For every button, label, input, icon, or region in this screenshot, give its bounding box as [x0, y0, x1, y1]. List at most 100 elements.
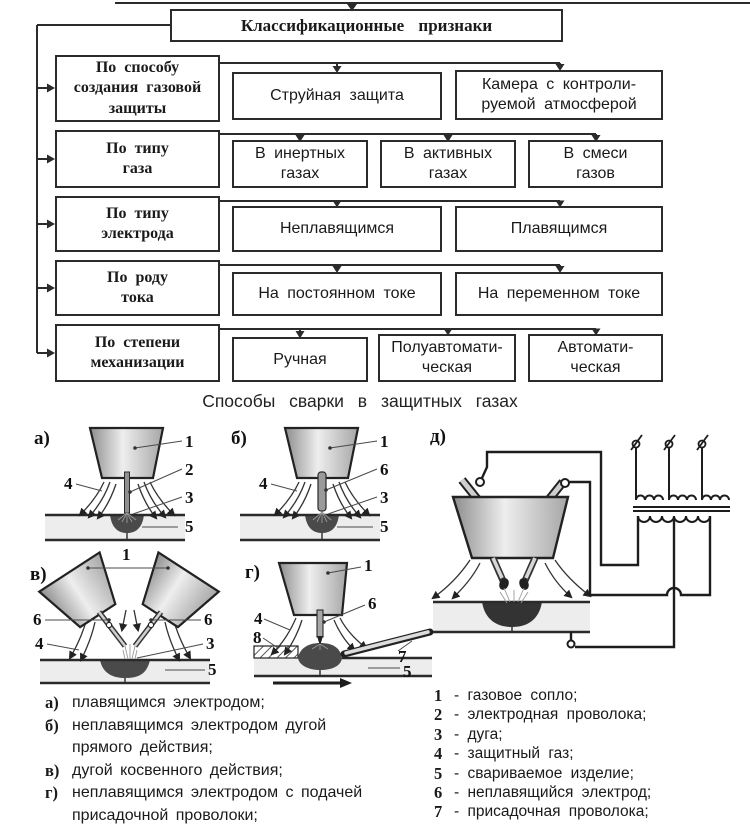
- filler-rod: [340, 628, 434, 658]
- legend-num-5: 5: [434, 763, 443, 783]
- callout-6: 6: [380, 460, 389, 479]
- child-automatic: Автомати- ческая: [528, 334, 663, 382]
- gas-nozzle: [88, 426, 165, 480]
- flowchart-title: Классификационные признаки: [170, 9, 563, 42]
- figure-g-filler-wire: г) 1 6 4 8 7: [245, 556, 434, 688]
- circuit-wires: [480, 450, 712, 649]
- callout-6-left: 6: [33, 610, 42, 629]
- callout-4: 4: [64, 474, 73, 493]
- terminal-left: [475, 477, 485, 487]
- note-v-marker: в): [45, 760, 60, 780]
- legend-item-1: 1 - газовое сопло;: [434, 686, 746, 705]
- category-gas-protection: По способу создания газовой защиты: [55, 55, 220, 122]
- legend-text-1: - газовое сопло;: [454, 687, 578, 704]
- legend-text-7: - присадочная проволока;: [454, 803, 649, 821]
- figure-g-letter: г): [245, 562, 260, 583]
- child-gas-mixture: В смеси газов: [528, 140, 663, 188]
- child-manual: Ручная: [232, 337, 368, 382]
- child-ac: На переменном токе: [455, 272, 663, 316]
- weld-pool: [482, 602, 542, 627]
- callout-1: 1: [122, 548, 131, 564]
- figure-a-letter: а): [34, 428, 50, 449]
- legend-item-6: 6 - неплавящийся электрод;: [434, 783, 746, 802]
- electrodes: [489, 556, 539, 590]
- callout-2: 2: [185, 460, 194, 479]
- callout-5: 5: [185, 517, 194, 536]
- callout-1: 1: [185, 432, 194, 451]
- legend-num-1: 1: [434, 686, 443, 705]
- note-g-text: неплавящимся электродом с подачей присад…: [72, 784, 363, 824]
- child-dc: На постоянном токе: [232, 272, 442, 316]
- tungsten-electrode: [317, 471, 327, 512]
- gas-flow: [273, 481, 371, 520]
- callout-8: 8: [253, 628, 262, 647]
- figure-d-twin-electrode-transformer: д): [430, 426, 730, 649]
- callout-3: 3: [380, 488, 389, 507]
- figure-v-indirect-arc: в) 1: [30, 548, 221, 685]
- note-g-marker: г): [45, 783, 58, 802]
- note-b-text: неплавящимся электродом дугой прямого де…: [72, 716, 327, 757]
- legend-item-5: 5 - свариваемое изделие;: [434, 764, 746, 783]
- legend-num-3: 3: [434, 724, 443, 744]
- note-a-marker: а): [45, 693, 59, 712]
- legend-text-6: - неплавящийся электрод;: [454, 784, 652, 802]
- callout-3: 3: [206, 634, 215, 653]
- child-active-gases: В активных газах: [380, 140, 516, 188]
- section-caption: Способы сварки в защитных газах: [202, 391, 518, 411]
- callout-legend: 1 - газовое сопло; 2 - электродная прово…: [434, 686, 746, 822]
- figure-a-consumable-electrode: а) 1 2 3 4 5: [34, 426, 194, 542]
- child-non-consumable: Неплавящимся: [232, 206, 442, 252]
- figure-v-letter: в): [30, 564, 47, 585]
- figure-b-letter: б): [231, 428, 247, 449]
- workpiece-terminal: [566, 639, 576, 649]
- callout-3: 3: [185, 488, 194, 507]
- legend-text-5: - свариваемое изделие;: [454, 764, 634, 782]
- category-current-kind: По роду тока: [55, 260, 220, 316]
- legend-item-4: 4 - защитный газ;: [434, 744, 746, 763]
- figure-b-nonconsumable-electrode: б) 1 6 3 4 5: [231, 426, 389, 542]
- legend-num-4: 4: [434, 744, 443, 764]
- child-inert-gases: В инертных газах: [232, 140, 368, 188]
- arc: [122, 644, 138, 660]
- arc: [499, 587, 529, 604]
- category-gas-type: По типу газа: [55, 130, 220, 188]
- gas-nozzle-right: [141, 550, 221, 629]
- note-b-marker: б): [45, 715, 59, 735]
- gas-nozzle-left: [37, 550, 117, 629]
- legend-item-3: 3 - дуга;: [434, 725, 746, 744]
- electrode-tip: [317, 636, 323, 646]
- callout-4: 4: [35, 634, 44, 653]
- note-a: а) плавящимся электродом;: [45, 692, 435, 715]
- callout-4: 4: [259, 474, 268, 493]
- callout-7: 7: [398, 647, 407, 666]
- legend-item-2: 2 - электродная проволока;: [434, 705, 746, 724]
- figure-d-letter: д): [430, 426, 446, 447]
- arc: [312, 511, 332, 523]
- transformer: [633, 448, 730, 523]
- callout-1: 1: [380, 432, 389, 451]
- note-v-text: дугой косвенного действия;: [72, 761, 283, 779]
- gas-nozzle: [451, 495, 570, 560]
- gas-flow: [431, 559, 592, 600]
- callout-6-right: 6: [204, 610, 213, 629]
- gas-nozzle: [277, 561, 349, 617]
- category-electrode-type: По типу электрода: [55, 196, 220, 252]
- weld-pool: [100, 660, 150, 678]
- legend-item-7: 7 - присадочная проволока;: [434, 802, 746, 821]
- workpiece-plate: [254, 658, 432, 676]
- figure-notes-list: а) плавящимся электродом; б) неплавящимс…: [45, 692, 435, 826]
- arc: [311, 643, 329, 650]
- electrodes: [96, 610, 164, 648]
- legend-num-6: 6: [434, 783, 443, 803]
- child-controlled-atmosphere: Камера с контроли- руемой атмосферой: [455, 70, 663, 120]
- tungsten-electrode: [316, 609, 324, 638]
- arc: [117, 512, 137, 523]
- callout-6: 6: [368, 594, 377, 613]
- callout-5: 5: [380, 517, 389, 536]
- gas-nozzle: [283, 426, 360, 480]
- legend-text-3: - дуга;: [454, 725, 503, 743]
- note-g: г) неплавящимся электродом с подачей при…: [45, 782, 435, 826]
- note-a-text: плавящимся электродом;: [72, 694, 265, 711]
- child-jet-protection: Струйная защита: [232, 72, 442, 120]
